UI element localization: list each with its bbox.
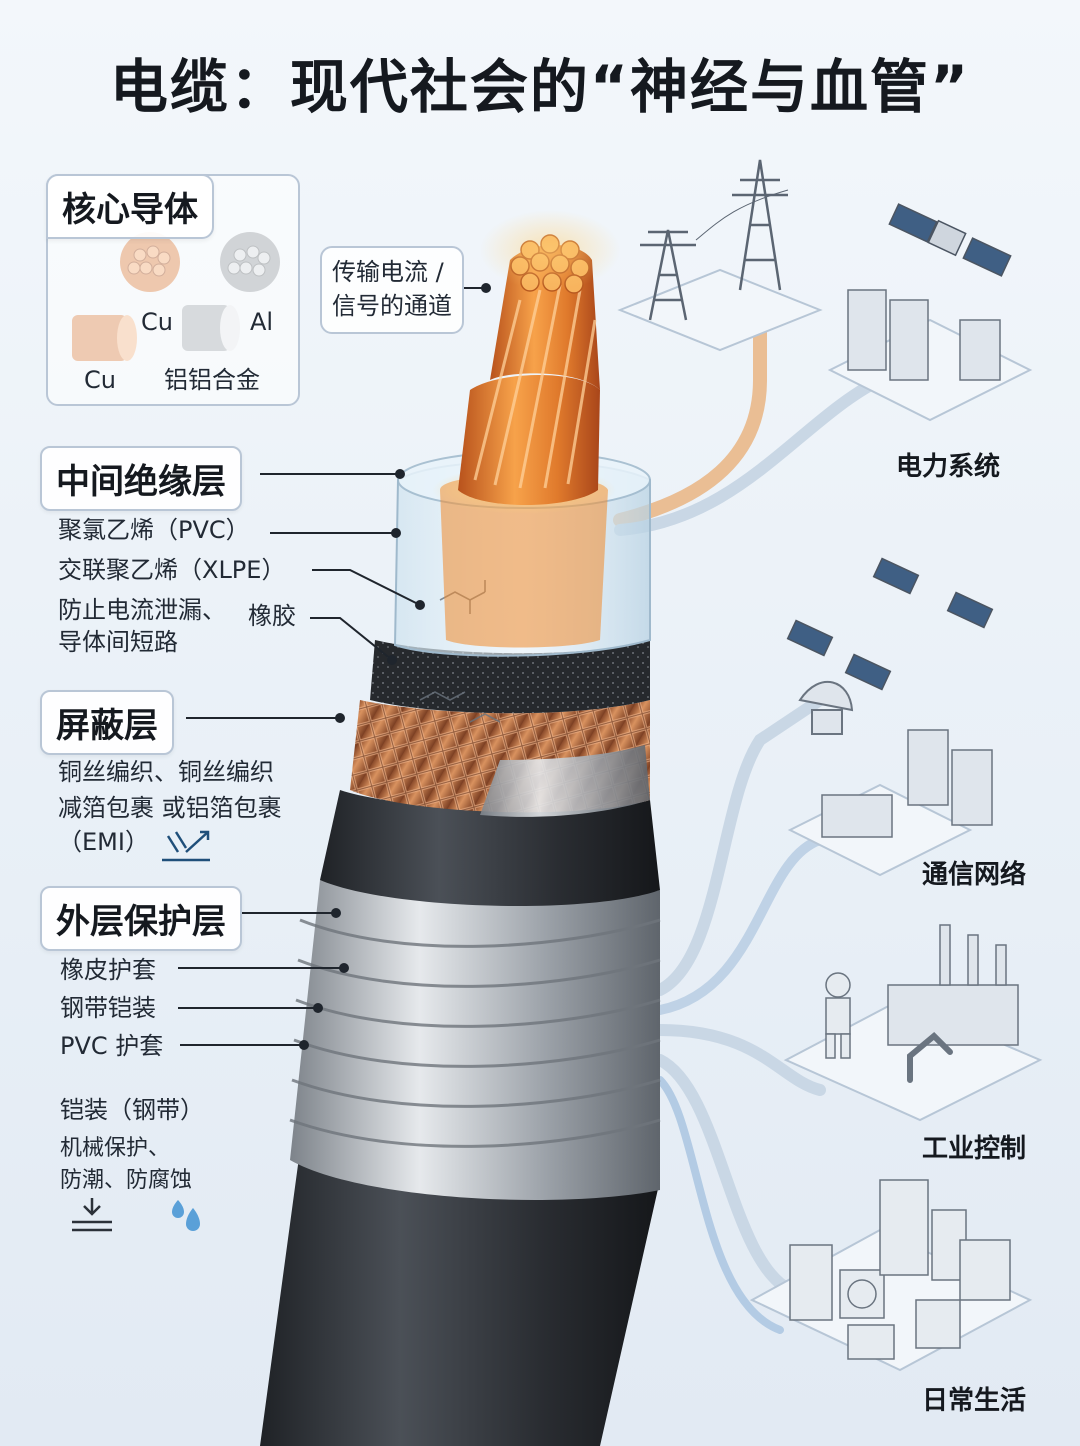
satellite-icon (888, 203, 1012, 277)
shield-line2: 减箔包裹 或铝箔包裹 (58, 794, 282, 822)
shield-line3: （EMI） (58, 828, 149, 856)
domain-industry-label: 工业控制 (922, 1134, 1027, 1164)
rubber-sheath-shape (320, 790, 660, 907)
factory-icon (887, 924, 1019, 1046)
outer-steel-armor: 钢带铠装 (60, 994, 156, 1022)
domain-telecom-label: 通信网络 (922, 860, 1027, 890)
industry-scene (783, 924, 1043, 1122)
insulation-desc-line2: 导体间短路 (58, 628, 178, 656)
transmission-tower-icon (640, 159, 789, 321)
server-rack-icon (847, 289, 1001, 381)
rod-cu-label: Cu (84, 366, 116, 394)
pvc-sheath-shape (260, 1150, 660, 1446)
strand-cu-label: Cu (141, 308, 173, 336)
armor-windings (289, 918, 661, 1148)
satellite-dish-icon (798, 680, 854, 735)
outer-rubber-sheath: 橡皮护套 (60, 956, 156, 984)
emi-shield-icon (162, 830, 210, 862)
shield-heading: 屏蔽层 (40, 690, 174, 755)
core-callout-line2: 信号的通道 (332, 292, 452, 320)
strand-al-label: Al (250, 308, 274, 336)
page-title: 电缆：现代社会的“神经与血管” (109, 53, 971, 121)
shield-line1: 铜丝编织、铜丝编织 (58, 758, 274, 786)
outer-pvc-sheath: PVC 护套 (60, 1032, 164, 1060)
insulation-pvc: 聚氯乙烯（PVC） (58, 516, 250, 544)
insulation-rubber: 橡胶 (248, 602, 296, 630)
insulation-xlpe: 交联聚乙烯（XLPE） (58, 556, 286, 584)
data-center-icon (821, 729, 993, 838)
power-scene (617, 159, 1033, 422)
pressure-icon (72, 1198, 112, 1232)
core-callout-box (320, 246, 464, 334)
feeder-cables (613, 323, 886, 1334)
steel-armor-shape (290, 880, 660, 1200)
appliances-icon (789, 1179, 1011, 1360)
outer-armor-title: 铠装（钢带） (60, 1096, 204, 1124)
robot-icon (825, 972, 851, 1059)
domain-daily-label: 日常生活 (922, 1386, 1027, 1416)
outer-armor-line1: 机械保护、 (60, 1136, 171, 1161)
water-drop-icon (172, 1200, 200, 1231)
outer-armor-line2: 防潮、防腐蚀 (60, 1168, 193, 1193)
daily-scene (749, 1179, 1033, 1372)
leader-lines (178, 287, 486, 1046)
robot-arm-icon (907, 1031, 953, 1083)
core-conductor-heading: 核心导体 (46, 174, 214, 239)
alloy-label: 铝铝合金 (164, 366, 260, 394)
insulation-heading: 中间绝缘层 (40, 446, 242, 511)
foil-strip-shape (480, 745, 650, 817)
core-callout-line1: 传输电流 / (332, 258, 444, 286)
insulation-desc-line1: 防止电流泄漏、 (58, 596, 226, 624)
outer-heading: 外层保护层 (40, 886, 242, 951)
telecom-scene (786, 557, 994, 877)
domain-power-label: 电力系统 (896, 452, 1001, 482)
